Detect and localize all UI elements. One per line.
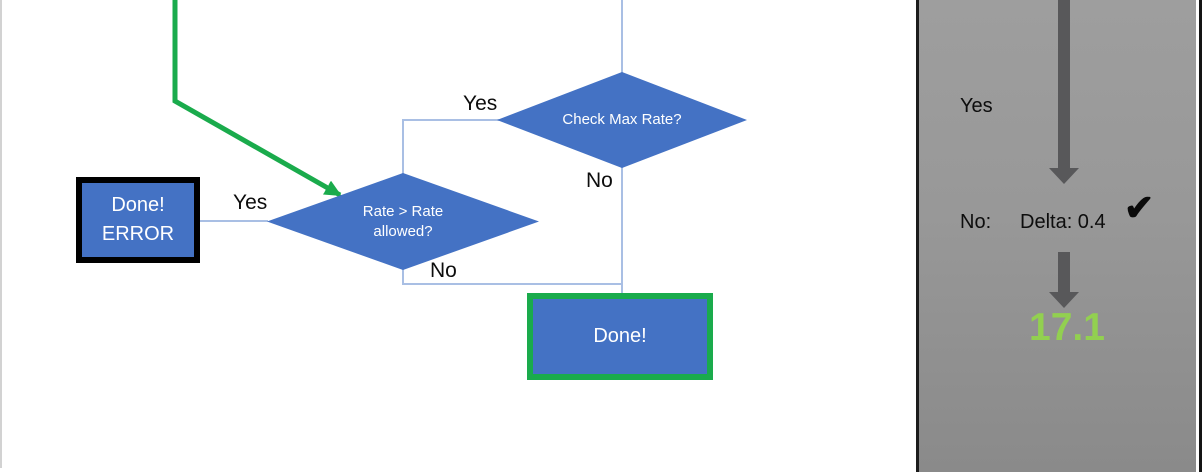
rate-allowed-no-label: No <box>430 259 457 282</box>
connector-rate-no-horizontal <box>402 283 623 285</box>
slide-left-edge <box>0 0 2 468</box>
panel-right-border <box>1199 0 1202 472</box>
connector-check-max-yes-horizontal <box>403 119 501 121</box>
done-box-label: Done! <box>593 325 647 347</box>
connector-rate-yes-to-error <box>199 220 268 222</box>
checkmark-icon: ✔ <box>1124 187 1155 228</box>
done-error-line2: ERROR <box>101 223 175 245</box>
connector-top-to-check-max <box>621 0 623 74</box>
panel-delta-value: Delta: 0.4 <box>1020 211 1106 233</box>
down-arrow-icon <box>1049 168 1079 184</box>
result-value: 17.1 <box>1029 306 1105 349</box>
down-arrow-icon <box>1058 0 1070 168</box>
connector-check-max-no-to-done <box>621 166 623 294</box>
decision-rate-allowed-label: Rate > Rate allowed? <box>362 202 444 240</box>
panel-yes-label: Yes <box>960 95 993 117</box>
done-error-box[interactable]: Done! ERROR <box>76 177 200 263</box>
rate-allowed-yes-label: Yes <box>233 191 268 214</box>
decision-rate-allowed[interactable]: Rate > Rate allowed? <box>267 173 539 270</box>
decision-check-max-rate-label: Check Max Rate? <box>562 111 682 128</box>
check-max-no-label: No <box>586 169 613 192</box>
check-max-yes-label: Yes <box>463 92 498 115</box>
done-box[interactable]: Done! <box>527 293 713 380</box>
decision-check-max-rate[interactable]: Check Max Rate? <box>497 72 747 168</box>
panel-right-gap <box>1196 0 1199 472</box>
down-arrow-icon <box>1049 292 1079 308</box>
panel-no-label: No: <box>960 211 992 233</box>
side-panel: Yes No: Delta: 0.4 ✔ 17.1 <box>916 0 1196 472</box>
done-error-line1: Done! <box>111 194 165 216</box>
down-arrow-icon <box>1058 252 1070 292</box>
